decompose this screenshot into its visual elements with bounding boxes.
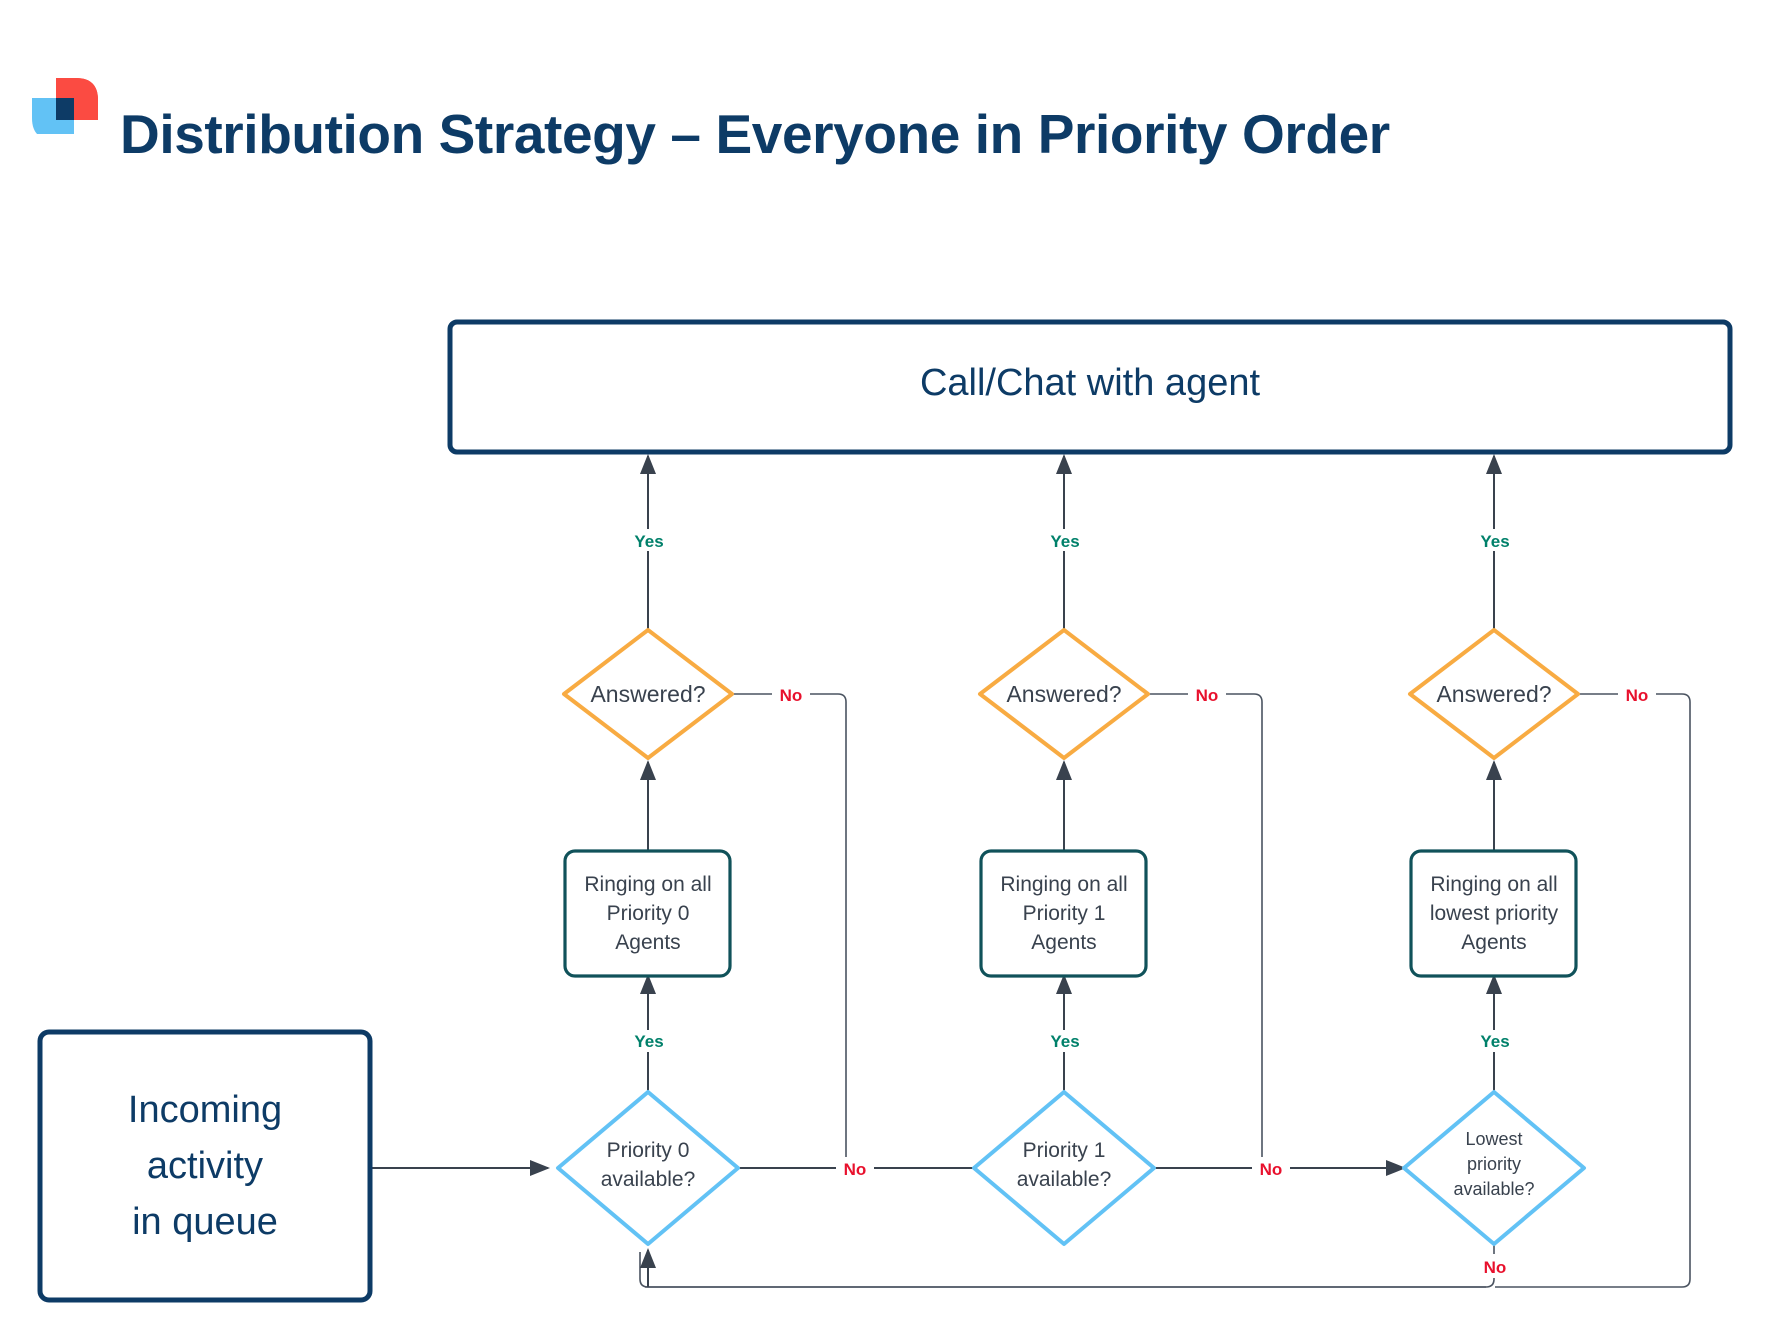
- answered1-label: Answered?: [1006, 681, 1121, 707]
- decision-priority1-label-line2: available?: [1017, 1168, 1112, 1191]
- node-call-chat-label: Call/Chat with agent: [920, 362, 1261, 404]
- ringing0-label-line1: Ringing on all: [584, 873, 711, 896]
- node-ringing-priority-1-agents[interactable]: Ringing on all Priority 1 Agents: [979, 849, 1148, 978]
- svg-text:No: No: [780, 686, 803, 705]
- ringing0-label-line3: Agents: [615, 931, 680, 954]
- ringinglowest-label-line3: Agents: [1461, 931, 1526, 954]
- node-start-label-line1: Incoming: [128, 1089, 282, 1131]
- edge-label-answered0-yes: Yes: [628, 529, 670, 551]
- ringinglowest-label-line2: lowest priority: [1430, 902, 1559, 925]
- node-decision-lowest-priority-available[interactable]: Lowest priority available?: [1402, 1090, 1586, 1246]
- node-decision-answered-lowest-priority[interactable]: Answered?: [1408, 628, 1580, 760]
- answered0-label: Answered?: [590, 681, 705, 707]
- decision-priority1-label-line1: Priority 1: [1023, 1139, 1106, 1162]
- svg-text:Yes: Yes: [634, 1032, 663, 1051]
- edge-label-priority0-no: No: [836, 1157, 874, 1179]
- connector-answeredlowest-no-loop: [1495, 693, 1691, 1288]
- node-decision-answered-priority-1[interactable]: Answered?: [978, 628, 1150, 760]
- svg-text:No: No: [1626, 686, 1649, 705]
- svg-text:Yes: Yes: [1050, 1032, 1079, 1051]
- decision-lowest-label-line2: priority: [1467, 1154, 1521, 1174]
- node-decision-answered-priority-0[interactable]: Answered?: [562, 628, 734, 760]
- edge-label-answeredlowest-no: No: [1618, 683, 1656, 705]
- connector-answered1-no-loop: [1146, 693, 1263, 1168]
- svg-text:No: No: [1196, 686, 1219, 705]
- ringing1-label-line2: Priority 1: [1023, 902, 1106, 925]
- connector-lowest-no-down: [645, 1244, 1495, 1288]
- edge-label-priority1-yes: Yes: [1044, 1030, 1086, 1052]
- svg-text:No: No: [1260, 1160, 1283, 1179]
- ringing1-label-line3: Agents: [1031, 931, 1096, 954]
- ringing1-label-line1: Ringing on all: [1000, 873, 1127, 896]
- node-call-chat-with-agent[interactable]: Call/Chat with agent: [447, 319, 1733, 455]
- node-decision-priority-0-available[interactable]: Priority 0 available?: [556, 1090, 740, 1246]
- edge-label-answered1-yes: Yes: [1044, 529, 1086, 551]
- edge-label-lowest-yes: Yes: [1474, 1030, 1516, 1052]
- node-start-label-line3: in queue: [132, 1201, 278, 1243]
- svg-text:No: No: [844, 1160, 867, 1179]
- svg-text:Yes: Yes: [1480, 532, 1509, 551]
- decision-priority0-label-line1: Priority 0: [607, 1139, 690, 1162]
- brand-logo-icon: [32, 78, 98, 140]
- svg-text:Yes: Yes: [634, 532, 663, 551]
- node-ringing-lowest-priority-agents[interactable]: Ringing on all lowest priority Agents: [1409, 849, 1578, 978]
- svg-text:No: No: [1484, 1258, 1507, 1277]
- node-start-label-line2: activity: [147, 1145, 263, 1187]
- node-incoming-activity-in-queue[interactable]: Incoming activity in queue: [37, 1029, 373, 1303]
- decision-lowest-label-line1: Lowest: [1465, 1129, 1522, 1149]
- answeredlowest-label: Answered?: [1436, 681, 1551, 707]
- connector-answered0-no-loop: [730, 693, 847, 1168]
- edge-label-answered1-no: No: [1188, 683, 1226, 705]
- edge-label-priority1-no: No: [1252, 1157, 1290, 1179]
- brand-logo: [30, 66, 98, 140]
- page-title: Distribution Strategy – Everyone in Prio…: [120, 103, 1390, 165]
- edge-label-lowest-no: No: [1476, 1254, 1514, 1278]
- decision-lowest-label-line3: available?: [1453, 1179, 1534, 1199]
- node-decision-priority-1-available[interactable]: Priority 1 available?: [972, 1090, 1156, 1246]
- connector-bottom-rail-to-priority0: [639, 1248, 1486, 1288]
- decision-priority0-label-line2: available?: [601, 1168, 696, 1191]
- edge-label-answered0-no: No: [772, 683, 810, 705]
- node-ringing-priority-0-agents[interactable]: Ringing on all Priority 0 Agents: [563, 849, 732, 978]
- edge-label-priority0-yes: Yes: [628, 1030, 670, 1052]
- edge-label-answeredlowest-yes: Yes: [1474, 529, 1516, 551]
- svg-text:Yes: Yes: [1480, 1032, 1509, 1051]
- svg-text:Yes: Yes: [1050, 532, 1079, 551]
- ringing0-label-line2: Priority 0: [607, 902, 690, 925]
- ringinglowest-label-line1: Ringing on all: [1430, 873, 1557, 896]
